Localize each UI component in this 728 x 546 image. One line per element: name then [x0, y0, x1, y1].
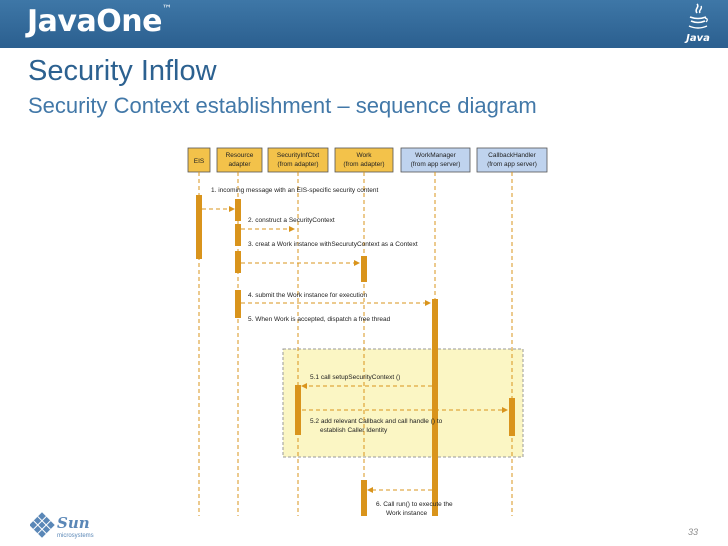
- message-label: 5. When Work is accepted, dispatch a fre…: [248, 316, 391, 323]
- participant-work-box: [334, 147, 394, 173]
- sun-subtext: microsystems: [57, 533, 94, 539]
- activation-bar: [295, 385, 301, 435]
- participant-sublabel: (from app server): [411, 161, 461, 168]
- sun-logo: Sun microsystems: [30, 512, 94, 539]
- participant-sublabel: (from app server): [487, 161, 537, 168]
- message-label: 3. creat a Work instance withSecurutyCon…: [248, 241, 418, 248]
- participant-label: WorkManager: [415, 152, 457, 159]
- message-label: 6. Call run() to execute the: [376, 501, 453, 508]
- slide-subtitle: Security Context establishment – sequenc…: [28, 93, 537, 118]
- activation-bar: [196, 195, 202, 259]
- participant-label: Work: [356, 152, 372, 159]
- header-bar: JavaOne™ Java: [0, 0, 728, 48]
- participant-resource-adapter-box: [216, 147, 263, 173]
- sun-wordmark: Sun: [57, 514, 90, 532]
- participant-label: Resource: [226, 152, 254, 159]
- activation-bar: [235, 251, 241, 273]
- page-number: 33: [687, 527, 698, 537]
- java-wordmark: Java: [686, 33, 710, 44]
- activation-bar: [235, 199, 241, 221]
- slide-title: Security Inflow: [28, 55, 217, 87]
- sun-diamond-icon: [30, 512, 55, 538]
- message-label: 2. construct a SecurityContext: [248, 217, 335, 224]
- message-label: 5.1 call setupSecurityContext (): [310, 374, 400, 381]
- participant-workmanager-box: [400, 147, 471, 173]
- participant-label: CallbackHandler: [488, 152, 537, 159]
- activation-bar: [235, 224, 241, 246]
- java-logo: Java: [678, 3, 718, 45]
- message-label: establish Caller Identity: [320, 427, 388, 434]
- activation-bar: [235, 290, 241, 318]
- participant-label: EIS: [194, 158, 205, 165]
- javaone-logo: JavaOne™: [27, 4, 172, 39]
- activation-bar: [509, 398, 515, 436]
- message-label: 4. submit the Work instance for executio…: [248, 292, 367, 299]
- participant-sublabel: adapter: [228, 161, 251, 168]
- message-label: 1. incoming message with an EIS-specific…: [211, 187, 378, 194]
- activation-bar: [361, 480, 367, 516]
- participant-label: SecurityInfCtxt: [277, 152, 319, 159]
- activation-bar: [432, 299, 438, 516]
- highlight-region: [282, 348, 524, 458]
- participant-sublabel: (from adapter): [343, 161, 384, 168]
- message-label: 5.2 add relevant Callback and call handl…: [310, 418, 443, 425]
- coffee-cup-icon: [688, 3, 708, 29]
- participant-securityinfctxt-box: [267, 147, 329, 173]
- participant-sublabel: (from adapter): [277, 161, 318, 168]
- activation-bar: [361, 256, 367, 282]
- message-label: Work instance: [386, 510, 427, 517]
- participant-eis-box: [187, 147, 211, 173]
- participant-callbackhandler-box: [476, 147, 548, 173]
